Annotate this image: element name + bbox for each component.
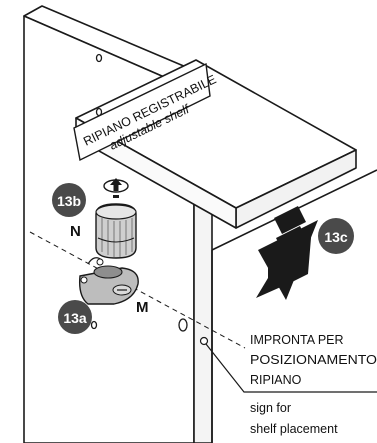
placement-mark	[178, 318, 188, 332]
callout-line4: sign for	[250, 401, 291, 415]
arrow-down-icon	[256, 206, 318, 300]
cam-housing-part-n	[95, 203, 137, 259]
badge-13c: 13c	[318, 218, 354, 254]
badge-13b-label: 13b	[57, 193, 81, 209]
callout-text: IMPRONTA PER POSIZIONAMENTO RIPIANO sign…	[250, 333, 377, 436]
callout-leader	[199, 336, 377, 393]
callout-line2: POSIZIONAMENTO	[250, 353, 377, 367]
callout-line5: shelf placement	[250, 422, 338, 436]
arrow-up-icon	[110, 178, 122, 198]
axis-dashed-line	[29, 231, 246, 349]
badge-13c-label: 13c	[324, 229, 348, 245]
badge-13a-label: 13a	[63, 310, 87, 326]
part-m-label: M	[136, 299, 149, 316]
panel-holes	[90, 53, 188, 332]
badge-13b: 13b	[52, 183, 86, 217]
callout-line1: IMPRONTA PER	[250, 333, 344, 347]
cam-lock-part-m	[78, 257, 139, 305]
badge-13a: 13a	[58, 300, 92, 334]
part-n-label: N	[70, 223, 81, 240]
callout-line3: RIPIANO	[250, 373, 302, 387]
